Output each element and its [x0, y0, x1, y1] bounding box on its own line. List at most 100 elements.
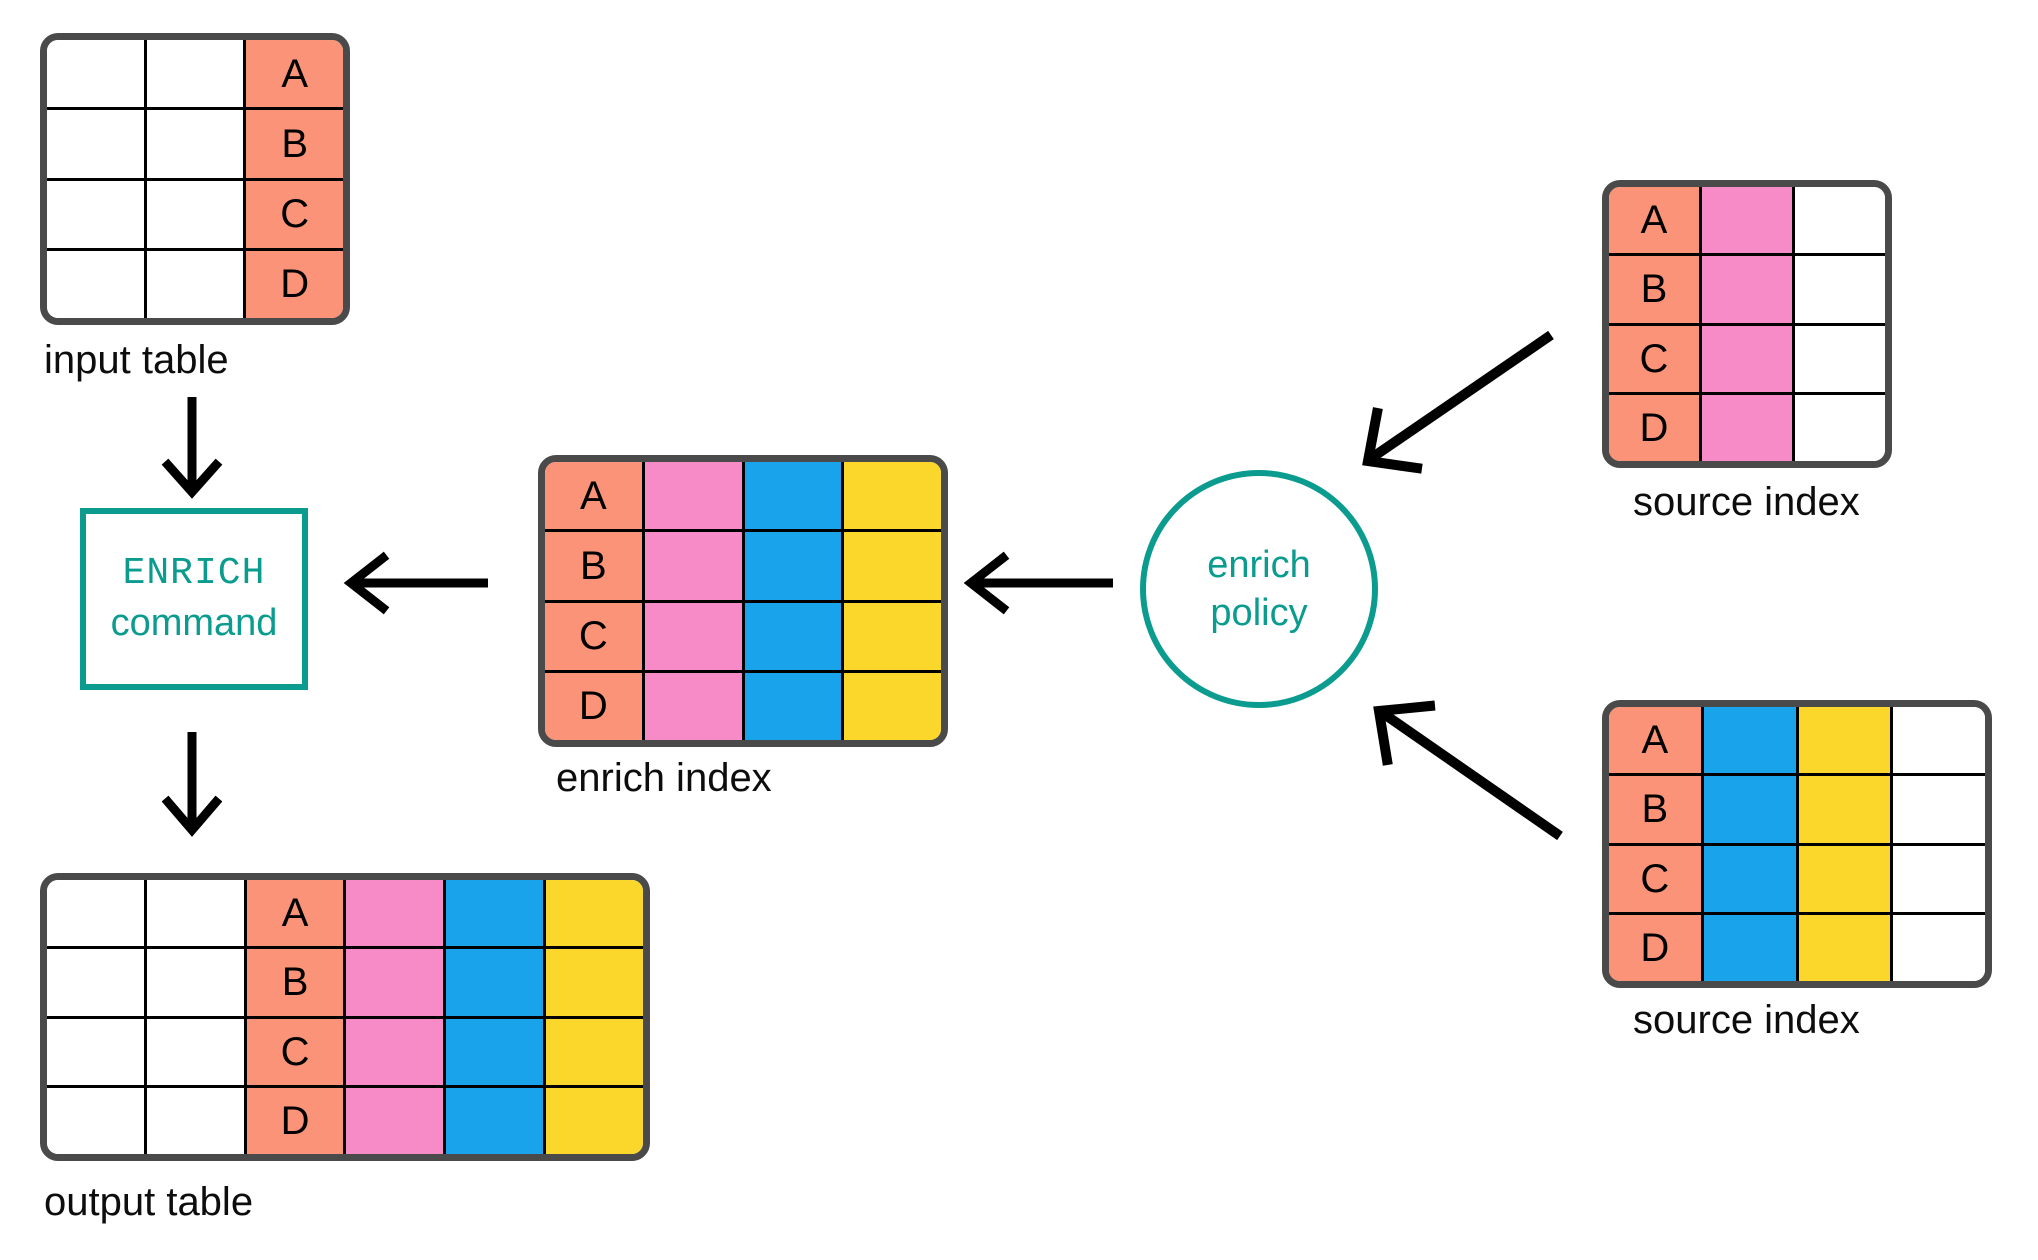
- table-cell: [47, 180, 144, 248]
- table-cell: [741, 462, 842, 530]
- table-cell: [1890, 776, 1985, 843]
- table-row: B: [47, 946, 643, 1016]
- table-cell: [1700, 914, 1796, 981]
- table-cell-key: D: [243, 250, 343, 318]
- table-cell: [143, 1087, 244, 1154]
- table-cell: [1700, 845, 1796, 912]
- table-cell: [1890, 707, 1985, 774]
- table-row: C: [1609, 322, 1885, 392]
- table-cell: [1795, 776, 1891, 843]
- table-cell: [1700, 707, 1796, 774]
- table-cell: [841, 672, 941, 740]
- arrow-policy-to-enrich-index-icon: [963, 551, 1113, 615]
- table-cell-key: B: [545, 532, 642, 600]
- table-row: D: [545, 669, 941, 740]
- table-cell: [1792, 187, 1885, 254]
- table-row: A: [1609, 707, 1985, 774]
- table-cell: [143, 40, 244, 108]
- table-cell: [143, 1018, 244, 1085]
- table-cell: [1700, 776, 1796, 843]
- table-cell-key: A: [545, 462, 642, 530]
- table-cell: [1890, 845, 1985, 912]
- table-row: B: [47, 107, 343, 178]
- source-index-top-caption: source index: [1633, 480, 1860, 524]
- table-cell: [47, 110, 144, 178]
- table-cell-key: A: [1609, 707, 1701, 774]
- table-cell: [443, 1018, 544, 1085]
- table-cell: [543, 1018, 643, 1085]
- table-cell: [443, 1087, 544, 1154]
- table-cell: [1890, 914, 1985, 981]
- table-cell-key: B: [243, 949, 344, 1016]
- table-row: A: [545, 462, 941, 530]
- table-row: A: [1609, 187, 1885, 254]
- table-cell: [1792, 394, 1885, 461]
- table-row: B: [1609, 773, 1985, 843]
- table-row: C: [47, 177, 343, 248]
- table-cell: [1795, 845, 1891, 912]
- table-cell-key: A: [1609, 187, 1699, 254]
- enrich-policy-node[interactable]: enrich policy: [1140, 470, 1378, 708]
- table-cell: [1792, 325, 1885, 392]
- table-cell: [1795, 914, 1891, 981]
- table-cell: [443, 949, 544, 1016]
- table-cell: [841, 532, 941, 600]
- table-cell: [741, 602, 842, 670]
- table-cell: [1699, 394, 1792, 461]
- table-cell: [1699, 187, 1792, 254]
- enrich-policy-line1: enrich: [1207, 543, 1311, 586]
- table-cell: [741, 532, 842, 600]
- table-cell: [1699, 256, 1792, 323]
- output-table-caption: output table: [44, 1180, 254, 1224]
- table-cell: [47, 40, 144, 108]
- enrich-index-caption: enrich index: [556, 756, 772, 800]
- table-row: C: [47, 1015, 643, 1085]
- table-cell: [343, 949, 444, 1016]
- table-row: A: [47, 880, 643, 947]
- arrow-input-to-command-icon: [161, 397, 223, 499]
- table-row: B: [545, 529, 941, 600]
- arrow-source-index-bottom-to-policy-icon: [1373, 700, 1563, 841]
- table-cell-key: A: [243, 880, 344, 947]
- table-cell-key: B: [1609, 256, 1699, 323]
- arrow-source-index-top-to-policy-icon: [1362, 330, 1554, 474]
- table-cell-key: A: [243, 40, 343, 108]
- table-cell-key: C: [243, 180, 343, 248]
- table-cell: [543, 1087, 643, 1154]
- table-row: C: [545, 599, 941, 670]
- enrich-command-line2: command: [110, 602, 278, 644]
- table-row: A: [47, 40, 343, 108]
- table-cell: [543, 880, 643, 947]
- table-cell: [47, 880, 144, 947]
- enrich-command-line1: ENRICH: [122, 552, 266, 596]
- table-cell: [641, 602, 742, 670]
- table-row: D: [1609, 911, 1985, 981]
- table-cell-key: C: [1609, 845, 1701, 912]
- table-cell: [841, 602, 941, 670]
- table-cell: [47, 949, 144, 1016]
- table-cell: [443, 880, 544, 947]
- input-table-caption: input table: [44, 338, 229, 382]
- table-row: D: [47, 1084, 643, 1154]
- table-cell: [1795, 707, 1891, 774]
- table-cell-key: D: [243, 1087, 344, 1154]
- table-cell: [143, 250, 244, 318]
- enrich-command-box[interactable]: ENRICH command: [80, 508, 308, 690]
- table-cell: [143, 880, 244, 947]
- table-cell-key: D: [1609, 394, 1699, 461]
- table-row: B: [1609, 253, 1885, 323]
- table-cell-key: B: [1609, 776, 1701, 843]
- table-cell: [641, 672, 742, 740]
- table-cell-key: C: [545, 602, 642, 670]
- table-cell: [143, 110, 244, 178]
- table-cell: [543, 949, 643, 1016]
- table-cell: [1792, 256, 1885, 323]
- table-cell: [143, 180, 244, 248]
- table-row: D: [1609, 391, 1885, 461]
- table-cell: [343, 880, 444, 947]
